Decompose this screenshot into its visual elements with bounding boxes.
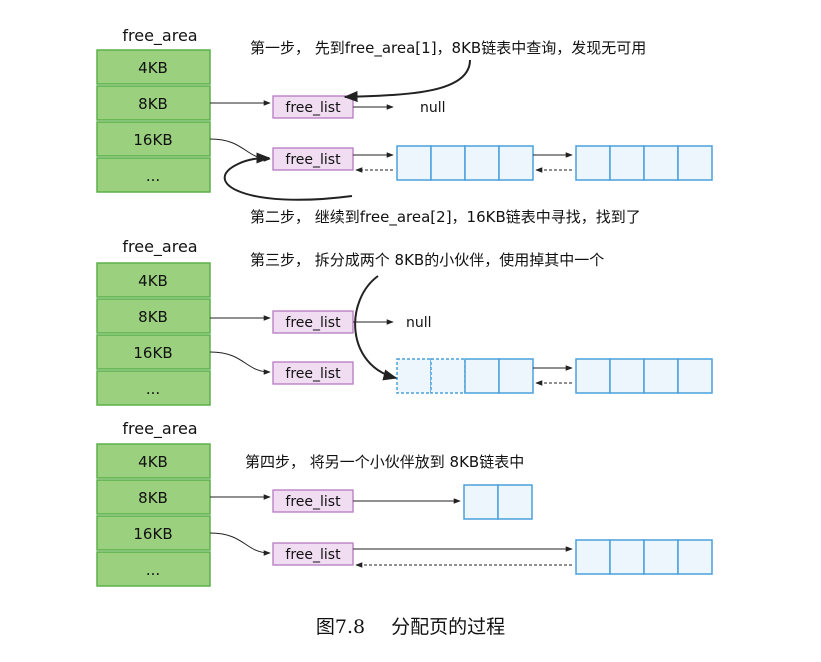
block-group-16kb-a (396, 145, 534, 181)
area-row-4kb (96, 262, 211, 298)
area-row-16kb (96, 515, 211, 551)
area-row-label: 4KB (138, 453, 168, 471)
step-2-text: 第二步， 继续到free_area[2]，16KB链表中寻找，找到了 (250, 208, 641, 227)
area-row-more (96, 370, 211, 406)
free-area-title: free_area (122, 26, 197, 46)
figure-number: 图7.8 (315, 616, 366, 638)
free-list-label: free_list (285, 547, 341, 563)
area-row-label: 16KB (133, 131, 172, 149)
step-1-text: 第一步， 先到free_area[1]，8KB链表中查询，发现无可用 (250, 39, 646, 58)
page-block (498, 358, 534, 394)
area-row-8kb (96, 298, 211, 334)
area-row-label: 8KB (138, 308, 168, 326)
page-block (497, 484, 533, 520)
free-list-label: free_list (285, 315, 341, 331)
block-group-8kb (463, 484, 533, 520)
area-row-label: 16KB (133, 344, 172, 362)
free-list-box (272, 361, 354, 385)
step-2-curve-arrow (223, 152, 353, 201)
page-block (609, 358, 645, 394)
free-area-title: free_area (122, 237, 197, 257)
free-list-label: free_list (285, 366, 341, 382)
area-row-4kb (96, 49, 211, 85)
area-row-label: ... (146, 167, 160, 185)
page-block (430, 145, 466, 181)
page-block (464, 358, 500, 394)
section-1: free_area 4KB 8KB 16KB ... 第一步， 先到free_a… (96, 26, 713, 227)
page-block (677, 145, 713, 181)
block-group-16kb-b (575, 539, 713, 575)
area-row-more (96, 157, 211, 193)
page-block (643, 145, 679, 181)
area-row-16kb (96, 121, 211, 157)
free-list-label: free_list (285, 100, 341, 116)
page-block (643, 358, 679, 394)
figure-title: 分配页的过程 (391, 616, 506, 638)
arrow-16kb-to-list (209, 351, 271, 375)
area-row-8kb (96, 85, 211, 121)
free-area-table: 4KB 8KB 16KB ... (96, 262, 211, 406)
area-row-label: 16KB (133, 525, 172, 543)
block-group-split (396, 358, 534, 394)
area-row-label: 4KB (138, 272, 168, 290)
step-4-text: 第四步， 将另一个小伙伴放到 8KB链表中 (245, 453, 524, 471)
block-group-16kb-b (575, 145, 713, 181)
step-3-text: 第三步， 拆分成两个 8KB的小伙伴，使用掉其中一个 (250, 251, 604, 269)
section-3: free_area 4KB 8KB 16KB ... 第四步， 将另一个小伙伴放… (96, 419, 713, 587)
free-list-label: free_list (285, 152, 341, 168)
free-list-box (272, 542, 354, 566)
area-row-4kb (96, 443, 211, 479)
page-block (464, 145, 500, 181)
page-block (643, 539, 679, 575)
page-block (575, 145, 611, 181)
step-3-curve-arrow (354, 275, 398, 381)
area-row-more (96, 551, 211, 587)
area-row-label: 8KB (138, 95, 168, 113)
page-block-used (396, 358, 432, 394)
step-1-curve-arrow (343, 59, 471, 103)
free-area-table: 4KB 8KB 16KB ... (96, 443, 211, 587)
arrow-16kb-to-list (209, 532, 271, 556)
page-block (677, 358, 713, 394)
page-block (498, 145, 534, 181)
free-list-box (272, 147, 354, 171)
arrow-16kb-to-list (209, 138, 271, 162)
block-group-16kb-b (575, 358, 713, 394)
null-label: null (406, 315, 432, 331)
free-area-title: free_area (122, 419, 197, 439)
page-block (396, 145, 432, 181)
free-area-table: 4KB 8KB 16KB ... (96, 49, 211, 193)
figure-caption: 图7.8 分配页的过程 (0, 612, 821, 639)
page-block (609, 145, 645, 181)
page-block (575, 358, 611, 394)
area-row-label: 4KB (138, 59, 168, 77)
page-block (677, 539, 713, 575)
page-block (609, 539, 645, 575)
null-label: null (420, 100, 446, 116)
area-row-8kb (96, 479, 211, 515)
area-row-label: 8KB (138, 489, 168, 507)
area-row-label: ... (146, 561, 160, 579)
page-block (463, 484, 499, 520)
free-list-label: free_list (285, 494, 341, 510)
page-block-used (430, 358, 466, 394)
page-block (575, 539, 611, 575)
section-2: free_area 4KB 8KB 16KB ... 第三步， 拆分成两个 8K… (96, 237, 713, 406)
area-row-label: ... (146, 380, 160, 398)
